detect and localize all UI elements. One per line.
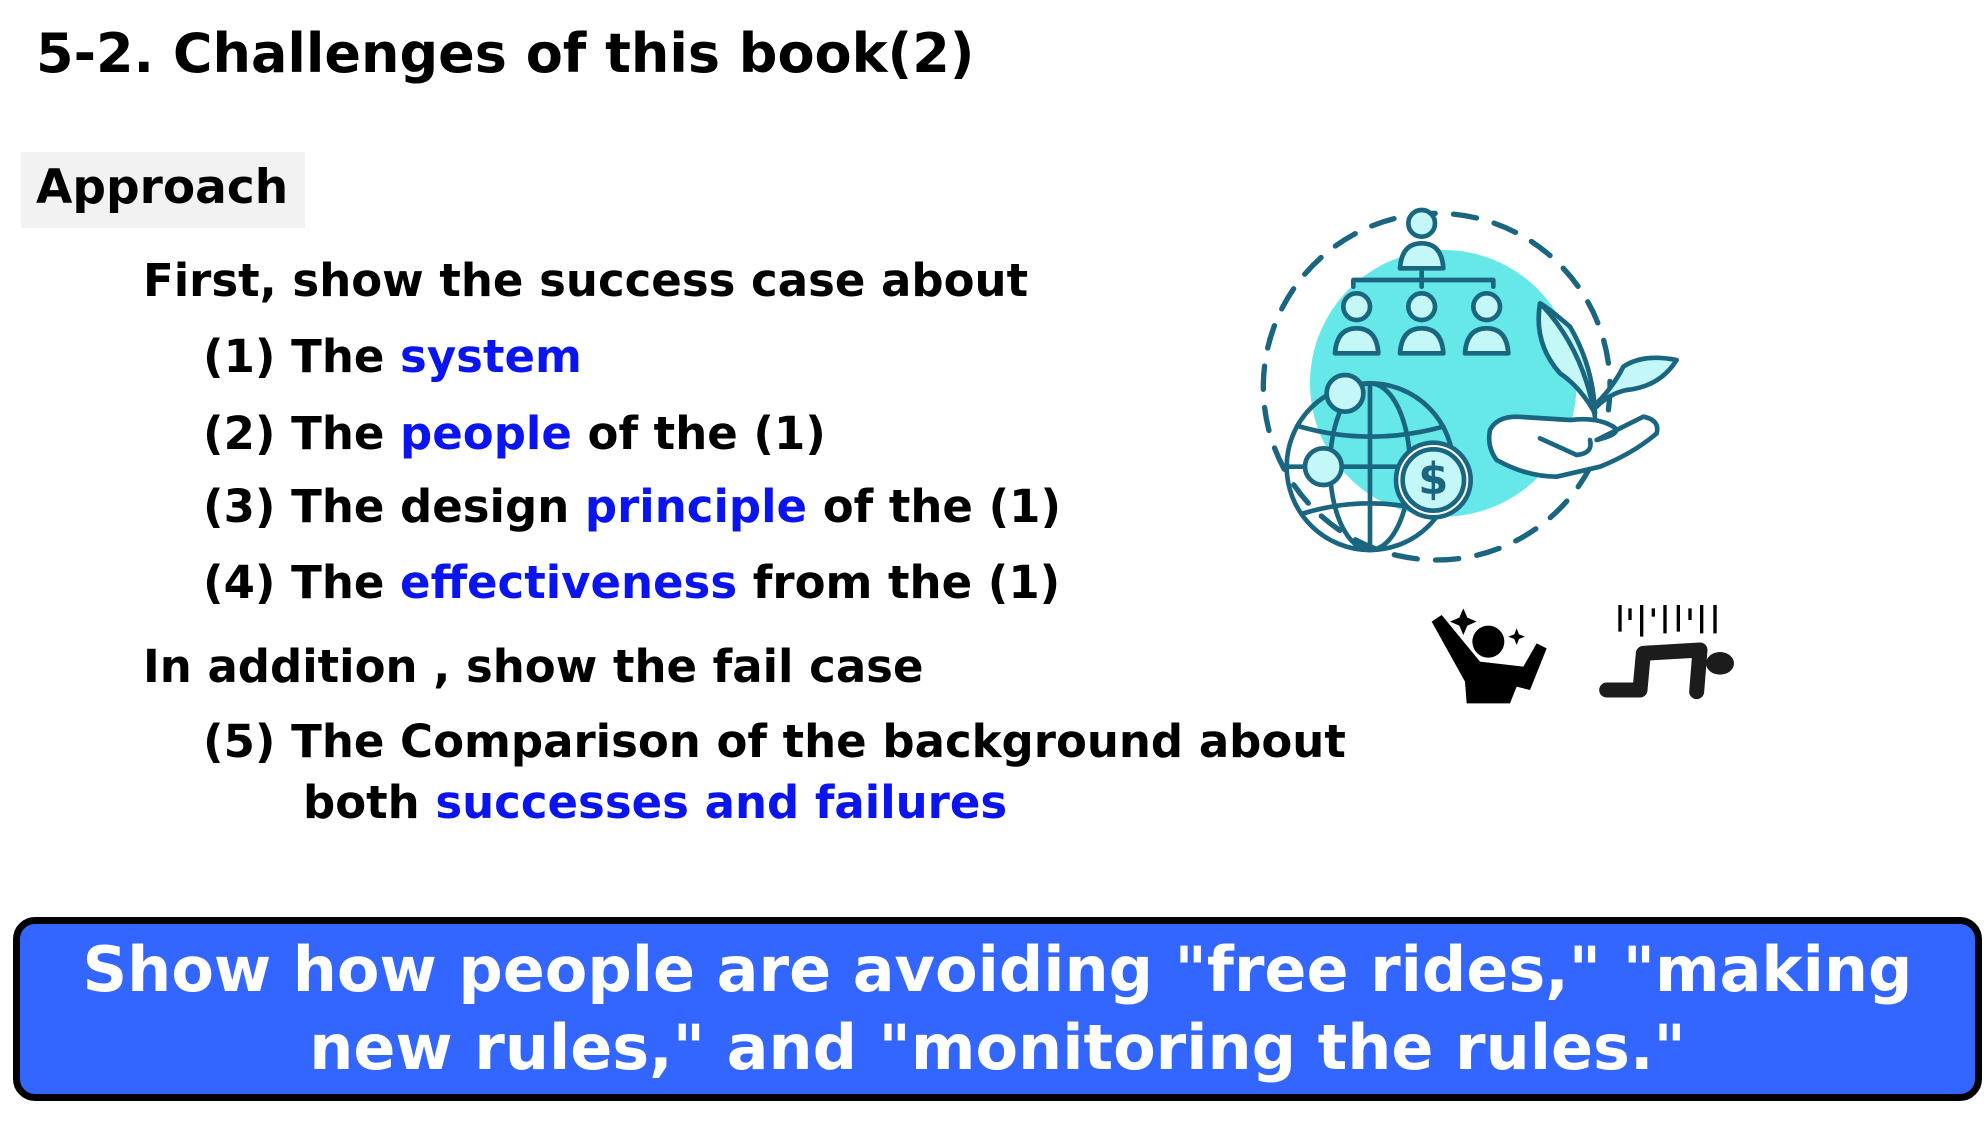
community-economy-illustration: $ (1260, 207, 1734, 704)
item-highlight: successes and failures (435, 776, 1008, 829)
list-item: (1) The system (203, 327, 582, 387)
list-item: (3) The design principle of the (1) (203, 477, 1061, 537)
section-label: Approach (36, 160, 289, 215)
item-number: (2) (203, 407, 276, 460)
item-text: The (291, 330, 401, 383)
hand-plant-icon (1486, 301, 1679, 479)
summary-banner: Show how people are avoiding "free rides… (13, 917, 1982, 1101)
section-label-box: Approach (21, 152, 305, 228)
intro-success: First, show the success case about (143, 254, 1029, 307)
item-text: of the (1) (807, 480, 1062, 533)
svg-text:$: $ (1418, 454, 1448, 504)
item-text: The (291, 407, 401, 460)
item-highlight: principle (584, 480, 808, 533)
item-highlight: people (400, 407, 572, 460)
item-number: (1) (203, 330, 276, 383)
item-text: from the (1) (737, 556, 1061, 609)
failure-person-icon (1599, 605, 1734, 700)
item-highlight: effectiveness (400, 556, 738, 609)
list-item: (4) The effectiveness from the (1) (203, 553, 1060, 613)
success-person-icon (1431, 608, 1547, 704)
item-number: (4) (203, 556, 276, 609)
item-number: (5) (203, 715, 276, 768)
item-text: of the (1) (571, 407, 826, 460)
list-item: (2) The people of the (1) (203, 404, 826, 464)
item-highlight: system (400, 330, 582, 383)
page-title: 5-2. Challenges of this book(2) (36, 22, 975, 85)
org-chart-icon (1332, 207, 1511, 356)
item-text: both (303, 776, 436, 829)
summary-text: Show how people are avoiding "free rides… (82, 933, 1913, 1084)
list-item-continuation: both successes and failures (303, 773, 1007, 833)
intro-fail: In addition , show the fail case (143, 640, 924, 693)
item-text: The design (291, 480, 585, 533)
item-text: The (291, 556, 401, 609)
dollar-coin-icon: $ (1393, 440, 1473, 520)
item-number: (3) (203, 480, 276, 533)
globe-icon (1284, 372, 1456, 553)
item-text: The Comparison of the background about (291, 715, 1346, 768)
list-item: (5) The Comparison of the background abo… (203, 712, 1346, 772)
